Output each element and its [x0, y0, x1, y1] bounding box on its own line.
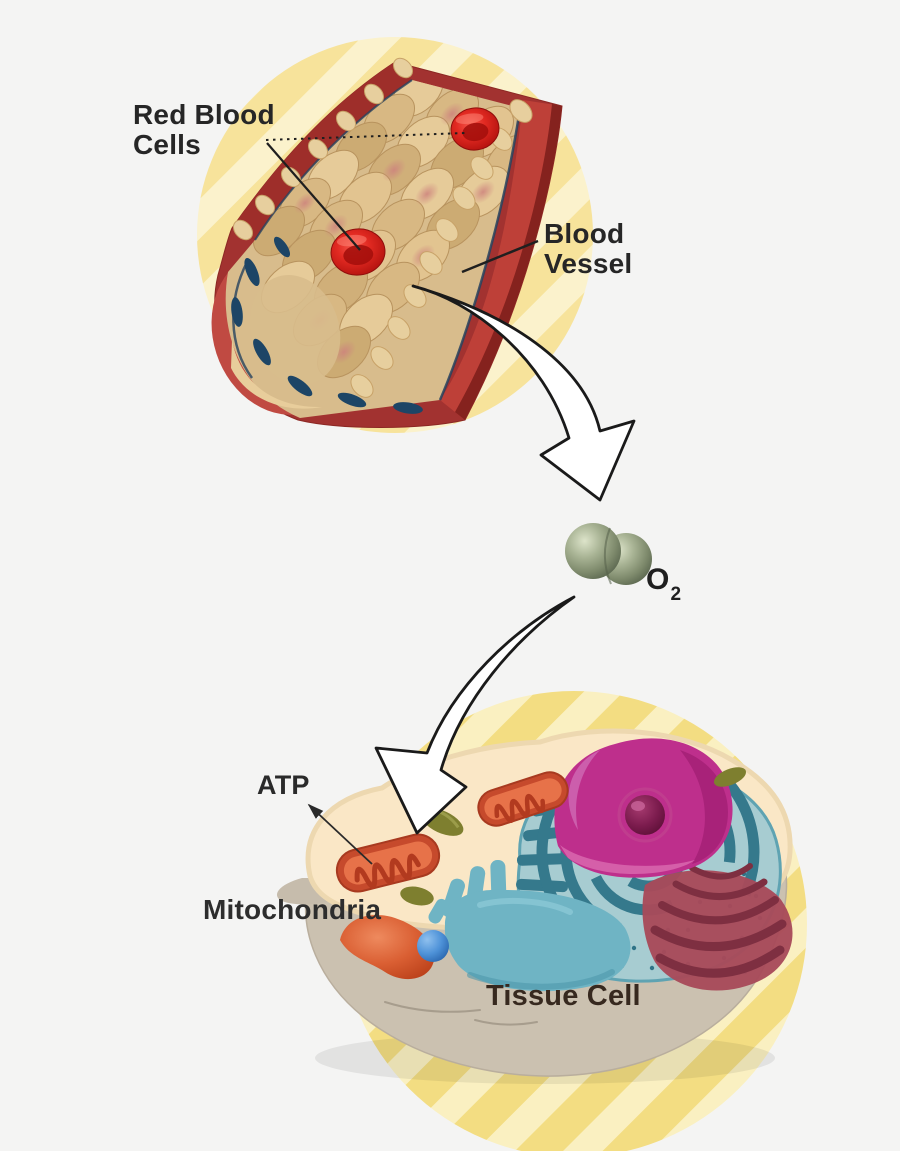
- flow-arrow-vessel-to-oxygen: [411, 284, 636, 502]
- oxygen-molecule: [565, 523, 652, 585]
- label-red-blood-cells: Red Blood Cells: [133, 100, 275, 160]
- blood-vessel-pointer: [461, 239, 539, 274]
- red-blood-cells-pointer-dotted: [265, 132, 467, 141]
- label-mitochondria: Mitochondria: [203, 894, 382, 925]
- red-blood-cell-upper: [450, 107, 500, 151]
- endothelial-cells: [253, 80, 520, 379]
- vessel-rim-cells: [232, 57, 533, 398]
- base-streaks: [384, 1001, 538, 1026]
- label-blood-vessel-line2: Vessel: [544, 247, 633, 279]
- lysosome-olive-2: [400, 886, 434, 906]
- label-red-blood-cells-line2: Cells: [133, 128, 201, 160]
- label-red-blood-cells-line1: Red Blood: [133, 99, 275, 130]
- lysosome-olive-3: [713, 767, 747, 787]
- flow-arrow-oxygen-to-cell: [374, 595, 576, 835]
- vesicle-blue: [417, 930, 449, 962]
- muscle-cell-nuclei: [231, 236, 423, 414]
- atp-pointer: [307, 803, 373, 865]
- label-oxygen: O2: [646, 563, 681, 604]
- oxygen-symbol: O: [646, 563, 670, 596]
- golgi-apparatus: [642, 863, 793, 991]
- mitochondrion-top: [477, 771, 569, 827]
- mitochondrion-smooth: [340, 914, 435, 980]
- red-blood-cell-lower: [330, 228, 386, 276]
- blood-vessel-illustration: [211, 57, 563, 428]
- label-atp: ATP: [257, 770, 310, 800]
- oxygen-subscript: 2: [670, 584, 682, 605]
- mitochondrion-labeled: [335, 833, 441, 893]
- label-blood-vessel: Blood Vessel: [544, 219, 632, 279]
- label-tissue-cell: Tissue Cell: [486, 980, 641, 1012]
- smooth-er: [428, 859, 631, 992]
- red-blood-cells-pointer-solid: [266, 142, 361, 251]
- label-blood-vessel-line1: Blood: [544, 218, 625, 249]
